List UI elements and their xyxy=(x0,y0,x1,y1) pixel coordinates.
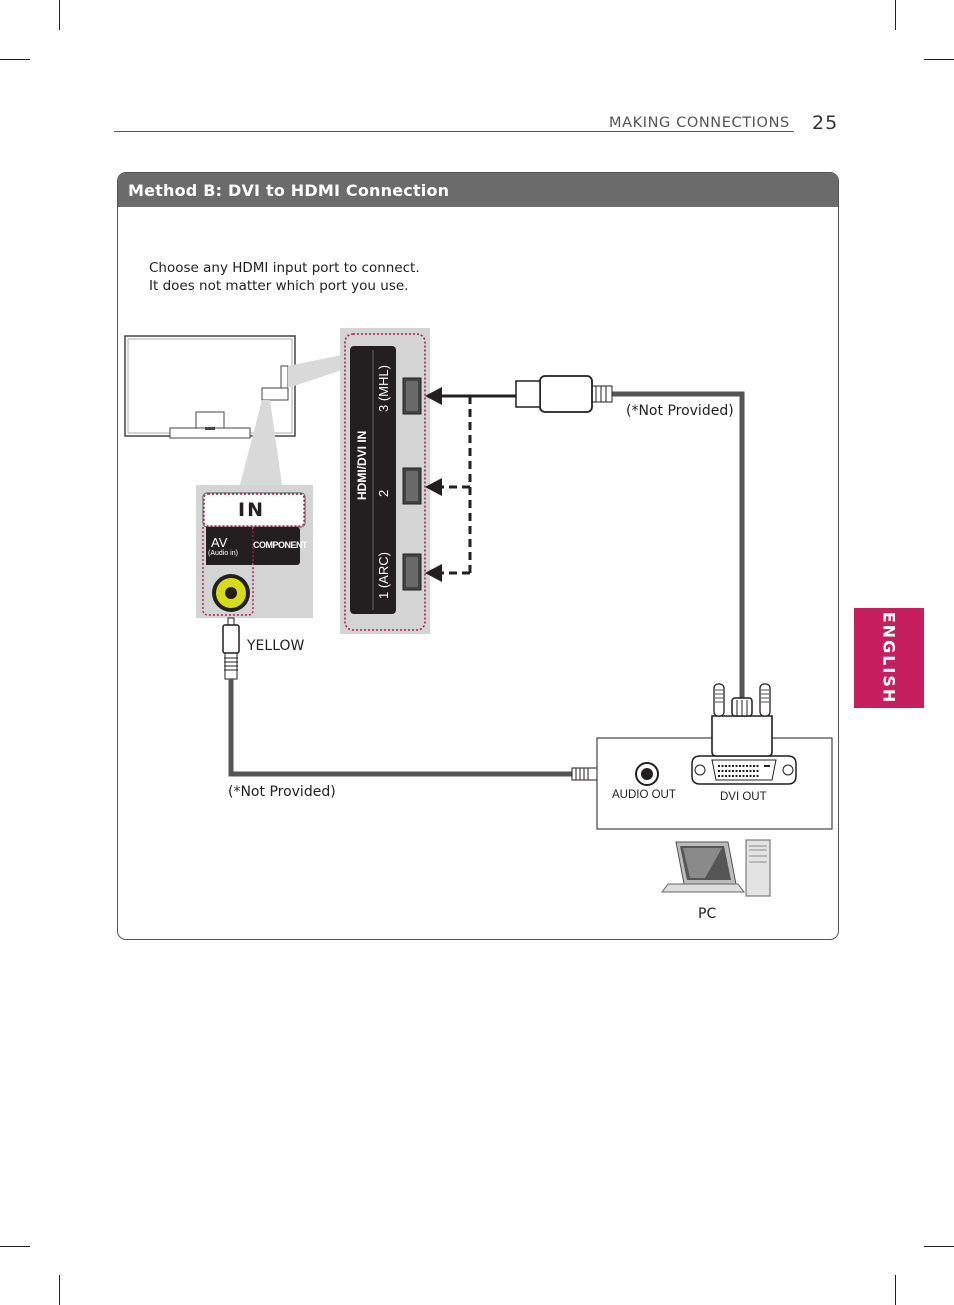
crop-mark xyxy=(0,1246,30,1247)
instruction-line-2: It does not matter which port you use. xyxy=(149,278,409,294)
hdmi-ports xyxy=(402,377,422,591)
page-number: 25 xyxy=(812,112,839,134)
hdmi-block-label: HDMI/DVI IN xyxy=(355,430,369,500)
audio-cable-note: (*Not Provided) xyxy=(228,784,336,800)
av-sublabel: (Audio in) xyxy=(208,550,238,557)
header-rule xyxy=(114,131,794,132)
panel-header: Method B: DVI to HDMI Connection xyxy=(118,173,838,207)
audio-out-label: AUDIO OUT xyxy=(612,789,676,801)
section-title: MAKING CONNECTIONS xyxy=(609,115,790,131)
crop-mark xyxy=(895,1275,896,1305)
crop-mark xyxy=(0,59,30,60)
hdmi-port-3-label: 3 (MHL) xyxy=(376,365,391,412)
pc-label: PC xyxy=(698,906,717,922)
dvi-connector xyxy=(691,683,797,785)
pc-illustration xyxy=(661,839,771,897)
instruction-line-1: Choose any HDMI input port to connect. xyxy=(149,260,420,276)
crop-mark xyxy=(924,1246,954,1247)
crop-mark xyxy=(895,0,896,30)
language-tab: ENGLISH xyxy=(854,608,924,708)
panel-title: Method B: DVI to HDMI Connection xyxy=(128,181,450,200)
hdmi-port-1-label: 1 (ARC) xyxy=(376,552,391,599)
crop-mark xyxy=(59,1275,60,1305)
in-label: IN xyxy=(238,499,265,521)
av-label: AV xyxy=(211,535,228,550)
crop-mark xyxy=(924,59,954,60)
dvi-out-label: DVI OUT xyxy=(720,791,767,803)
hdmi-port-2-label: 2 xyxy=(376,489,391,497)
hdmi-cable-note: (*Not Provided) xyxy=(626,403,734,419)
crop-mark xyxy=(59,0,60,30)
component-label: COMPONENT xyxy=(253,540,308,550)
yellow-label: YELLOW xyxy=(247,638,305,654)
